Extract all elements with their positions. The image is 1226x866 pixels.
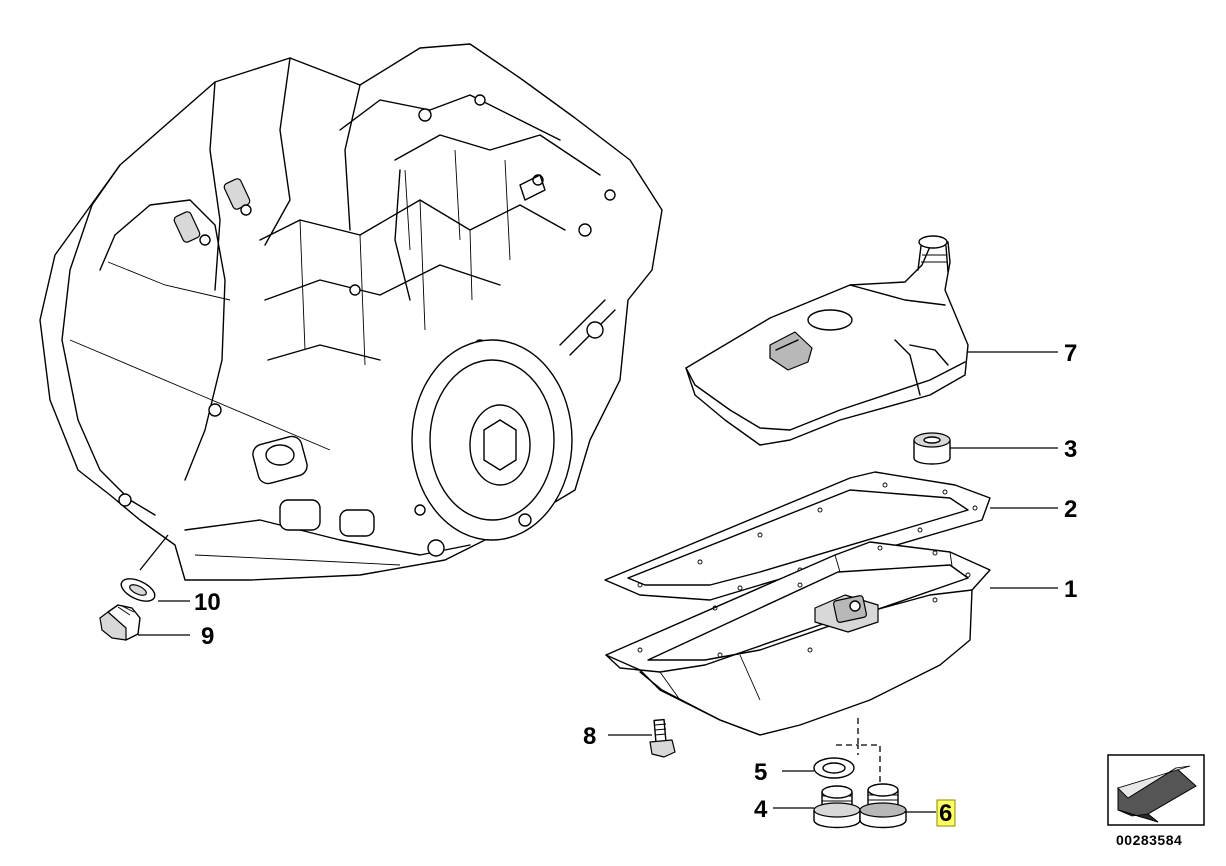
arrow-down-left-icon — [1117, 765, 1197, 823]
callout-8[interactable]: 8 — [583, 723, 596, 750]
transmission-housing — [39, 43, 663, 581]
drain-plug-alt — [859, 783, 907, 829]
gasket-bolt-holes — [637, 482, 978, 591]
callout-7[interactable]: 7 — [1064, 340, 1077, 367]
callout-6-highlight — [936, 799, 956, 827]
seal-bush — [913, 432, 951, 465]
callout-10[interactable]: 10 — [194, 589, 221, 616]
drain-plug — [813, 785, 861, 829]
callout-2[interactable]: 2 — [1064, 496, 1077, 523]
housing-plug — [99, 604, 141, 641]
callout-5[interactable]: 5 — [754, 759, 767, 786]
pan-bolt-holes — [637, 545, 971, 658]
callout-4[interactable]: 4 — [754, 796, 768, 823]
callout-6[interactable]: 6 — [939, 800, 952, 827]
diagram-number: 00283584 — [1116, 832, 1182, 848]
callout-3[interactable]: 3 — [1064, 436, 1077, 463]
callout-9[interactable]: 9 — [201, 623, 214, 650]
oil-filter — [685, 235, 969, 446]
pan-bolt — [649, 718, 676, 758]
oil-pan — [605, 541, 991, 736]
sealing-washer — [813, 757, 855, 779]
plug-washer — [120, 578, 156, 602]
callout-1[interactable]: 1 — [1064, 576, 1077, 603]
nav-arrow-button[interactable] — [1107, 754, 1205, 826]
pan-gasket — [604, 471, 991, 601]
